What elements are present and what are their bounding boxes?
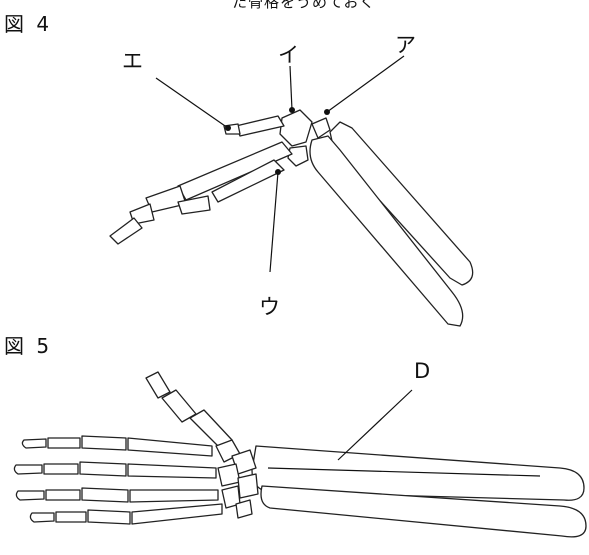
label-e-point: [225, 125, 231, 131]
fig5-finger-phalanx: [44, 464, 78, 474]
label-i-point: [289, 107, 295, 113]
figure-5-arm: [14, 372, 586, 537]
label-i: イ: [278, 43, 299, 67]
fig5-fingertip-bone: [22, 439, 46, 448]
fig5-finger-phalanx: [88, 510, 130, 524]
fig5-fingertip-bone: [14, 465, 42, 474]
fig5-carpal-bone: [218, 464, 240, 486]
fig5-carpal-bone: [238, 474, 258, 498]
label-a: ア: [395, 33, 416, 57]
figure-4-arm: [110, 110, 473, 326]
fig5-metacarpal-bone: [128, 438, 212, 456]
label-a-point: [324, 109, 330, 115]
label-u: ウ: [259, 295, 280, 319]
fig5-finger-phalanx: [82, 436, 126, 450]
label-i-leader-line: [290, 66, 292, 110]
label-a-leader-line: [327, 56, 404, 112]
fig5-finger-phalanx: [80, 462, 126, 476]
label-e-leader-line: [156, 78, 228, 128]
fig4-carpal-bone: [312, 118, 330, 138]
fig5-thumb-tip: [146, 372, 170, 398]
label-d: D: [414, 359, 430, 383]
fig5-finger-phalanx: [48, 438, 80, 448]
fig5-metacarpal-bone: [132, 504, 222, 524]
fig5-carpal-bone: [236, 500, 252, 518]
fig4-carpal-bone: [288, 146, 308, 166]
fig5-fingertip-bone: [16, 491, 44, 500]
fig4-fingertip-bone: [110, 218, 142, 244]
label-e: エ: [122, 49, 143, 73]
fig5-fingertip-bone: [30, 513, 54, 522]
label-d-leader-line: [338, 390, 412, 460]
fig5-finger-phalanx: [46, 490, 80, 500]
label-u-leader-line: [270, 172, 278, 272]
fig5-finger-phalanx: [56, 512, 86, 522]
fig4-wrist-bone: [280, 110, 312, 146]
fig5-finger-phalanx: [82, 488, 128, 502]
label-u-point: [275, 169, 281, 175]
fig5-metacarpal-bone: [130, 490, 218, 502]
fig5-metacarpal-bone: [128, 464, 216, 478]
fig4-thumb-metacarpal: [236, 116, 284, 136]
